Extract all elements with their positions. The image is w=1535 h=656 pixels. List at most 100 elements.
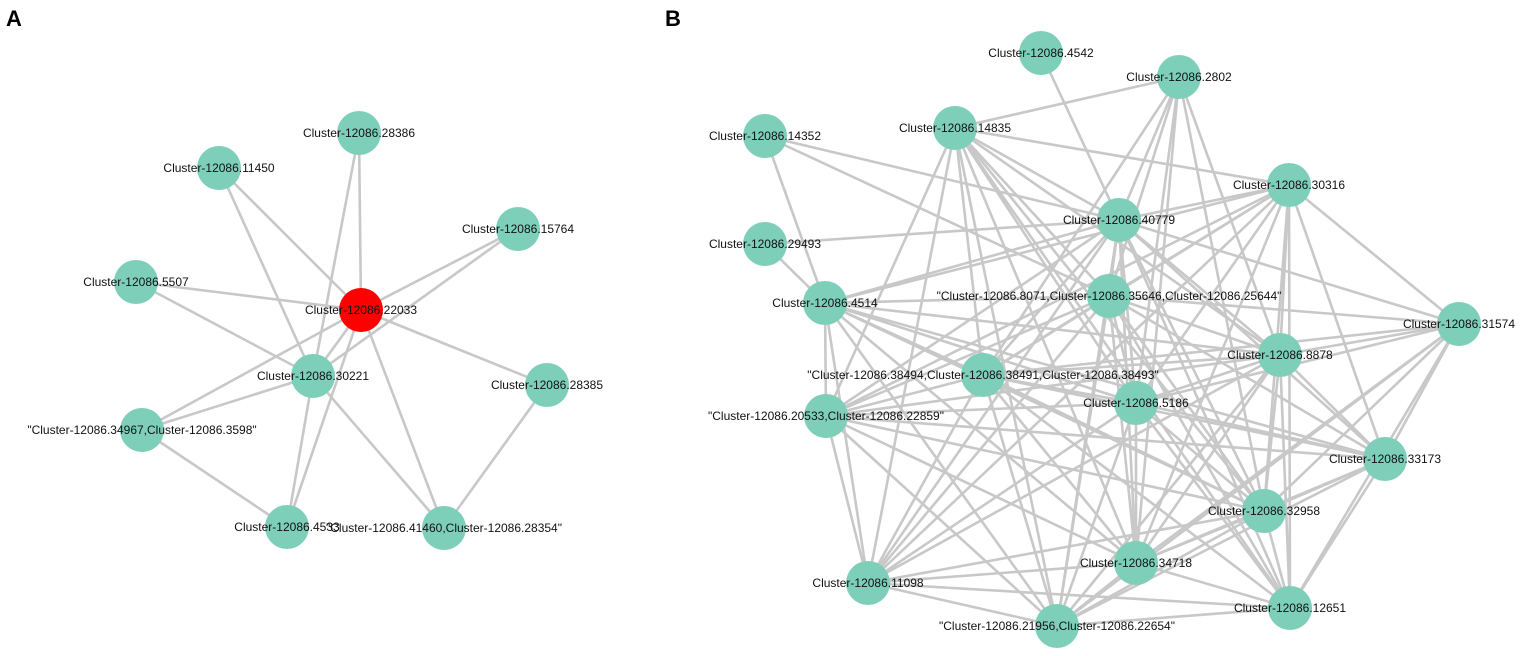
panel-b-node-label: Cluster-12086.4514 [772, 296, 878, 310]
panel-b-node-label: "Cluster-12086.38494,Cluster-12086.38491… [807, 368, 1158, 382]
panel-b-edge [824, 218, 1120, 305]
panel-b-node [933, 106, 977, 150]
panel-a-node [291, 354, 335, 398]
panel-b-node-label: Cluster-12086.11098 [812, 576, 924, 590]
panel-b-edge [954, 126, 1290, 187]
panel-b-edge [1118, 219, 1386, 460]
panel-b-node-label: "Cluster-12086.20533,Cluster-12086.22859… [708, 409, 944, 423]
panel-b-edge [1055, 402, 1138, 627]
panel-b-edge [954, 75, 1180, 130]
panel-a-edge [141, 308, 362, 432]
panel-b-edge [825, 183, 1290, 418]
panel-b-node [1019, 31, 1063, 75]
panel-b-edge [953, 127, 1059, 627]
panel-b-edge [1288, 183, 1460, 326]
panel-a-node [197, 146, 241, 190]
panel-a-node-label: Cluster-12086.4533 [234, 520, 340, 534]
panel-b-node-label: Cluster-12086.4542 [988, 46, 1094, 60]
panel-a-node-label: Cluster-12086.11450 [163, 161, 275, 175]
panel-a-edge [135, 280, 314, 378]
panel-b-node [961, 353, 1005, 397]
panel-b-edge [824, 301, 1386, 461]
panel-b-edge [953, 127, 1266, 512]
panel-b-edge [1108, 294, 1460, 326]
panel-b-node [846, 561, 890, 605]
panel-b-node [1087, 274, 1131, 318]
panel-b-edge [1135, 402, 1265, 512]
panel-b-edge [1135, 561, 1291, 610]
panel-b-edge [824, 183, 1290, 305]
panel-b-node-label: Cluster-12086.33173 [1329, 452, 1441, 466]
panel-b-edge [764, 134, 1120, 222]
panel-b-node [743, 114, 787, 158]
panel-a-edge [218, 167, 362, 311]
panel-b-edge [867, 581, 1291, 610]
panel-a-node-label: Cluster-12086.28386 [303, 126, 415, 140]
panel-b-node [803, 281, 847, 325]
panel-b-edge [1056, 606, 1291, 628]
panel-b-edge [1177, 76, 1266, 512]
panel-b-edge [1135, 509, 1265, 565]
panel-b-edge [1117, 219, 1292, 609]
panel-b-node-label: Cluster-12086.29493 [709, 237, 821, 251]
panel-a-node-label: Cluster-12086.22033 [305, 303, 417, 317]
panel-a-hub-node [339, 288, 383, 332]
panel-b-edge [1134, 76, 1181, 564]
panel-b-node [1268, 586, 1312, 630]
panel-a-edge [359, 309, 446, 529]
panel-b-edge [1055, 295, 1111, 627]
panel-b-edge [866, 127, 957, 584]
panel-b-edge [1107, 295, 1266, 512]
panel-b-edge [824, 302, 1137, 564]
panel-b-edges [763, 52, 1461, 628]
panel-b-edge [1135, 401, 1386, 461]
panel-b-node-label: Cluster-12086.31574 [1403, 317, 1515, 331]
panel-b-node [1114, 541, 1158, 585]
panel-b-node-label: "Cluster-12086.8071,Cluster-12086.35646,… [937, 289, 1282, 303]
panel-b-node [1114, 381, 1158, 425]
panel-a-node [422, 506, 466, 550]
panel-a-edge [285, 309, 363, 528]
panel-b-node-label: Cluster-12086.5186 [1083, 396, 1189, 410]
panel-a-edge [312, 227, 519, 378]
panel-a-edge [357, 132, 363, 311]
panel-b-node-label: Cluster-12086.2802 [1126, 70, 1232, 84]
panel-b-node [1157, 55, 1201, 99]
panel-b-node [1242, 489, 1286, 533]
panel-a-edge [360, 227, 519, 312]
panel-b-edge [867, 295, 1110, 584]
panel-b-edge [1134, 354, 1282, 564]
panel-b-node [1363, 437, 1407, 481]
panel-b-edge [1279, 322, 1460, 357]
panel-b-edge [1134, 76, 1181, 404]
panel-b-edge [1118, 183, 1290, 222]
panel-a-letter: A [6, 6, 22, 31]
panel-b-edge [824, 415, 870, 584]
panel-b-edge [1118, 218, 1460, 326]
panel-b-edge [982, 353, 1281, 377]
panel-b-edge [1108, 294, 1386, 461]
panel-b-edge [1039, 52, 1121, 221]
panel-b-edge [825, 373, 984, 418]
panel-b-edge [1117, 219, 1138, 404]
panel-a-node [337, 111, 381, 155]
panel-a-node [114, 260, 158, 304]
panel-a-node [120, 408, 164, 452]
panel-b-node-label: Cluster-12086.34718 [1080, 556, 1192, 570]
panel-b-edge [1279, 354, 1386, 460]
panel-b-edge [867, 581, 1058, 628]
panel-b-node [1267, 163, 1311, 207]
panel-a-edge [311, 132, 361, 377]
panel-a-edge [312, 375, 445, 529]
panel-b-edge [825, 353, 1281, 418]
panel-a-node-label: Cluster-12086.15764 [462, 222, 574, 236]
panel-a-edge [285, 375, 315, 528]
panel-b-node [1035, 604, 1079, 648]
panel-a-node-label: "Cluster-12086.34967,Cluster-12086.3598" [27, 423, 256, 437]
panel-b-edge [954, 127, 1110, 297]
panel-b-edge [764, 218, 1120, 246]
panel-b-edge [1107, 295, 1138, 564]
panel-a-edge [217, 167, 315, 377]
panel-b-edge [1056, 509, 1265, 628]
panel-b-edge [866, 219, 1121, 584]
